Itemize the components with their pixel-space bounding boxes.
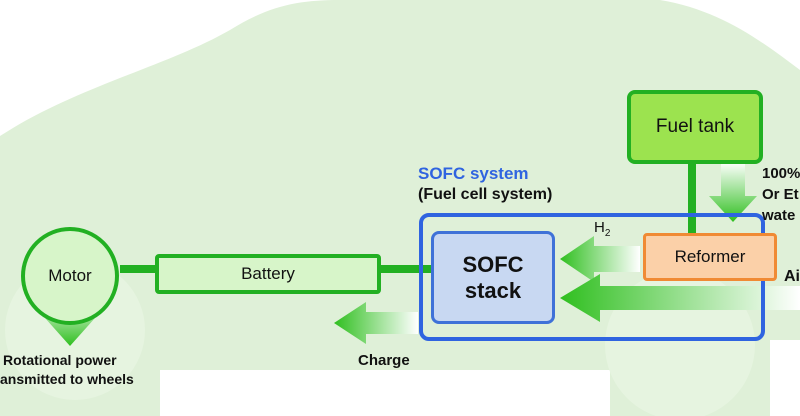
- charge-label: Charge: [358, 352, 410, 369]
- reformer-node: [643, 233, 777, 281]
- charge-arrow: [334, 302, 418, 344]
- sofc-stack-label-line2: stack: [464, 277, 522, 303]
- air-label: Ai: [784, 268, 800, 285]
- battery-node: [155, 254, 381, 294]
- fuel-arrow: [709, 162, 757, 222]
- tank-reformer-line: [688, 160, 696, 235]
- motor-battery-line: [120, 265, 160, 273]
- sofc-stack-label-line1: SOFC: [462, 252, 524, 278]
- sofc-stack-node: [431, 231, 555, 324]
- motor-node: [21, 227, 119, 325]
- fuel-label-line1: 100%: [762, 165, 800, 182]
- battery-label: Battery: [241, 264, 295, 283]
- reformer-label: Reformer: [674, 247, 746, 266]
- rotation-label-line1: Rotational power: [3, 352, 117, 368]
- fuel-tank-label: Fuel tank: [655, 116, 735, 137]
- fuel-label-line2: Or Et: [762, 186, 799, 203]
- air-arrow: [560, 274, 800, 322]
- sofc-stack-label: SOFC stack: [431, 231, 555, 324]
- rotation-label-line2: ansmitted to wheels: [0, 371, 134, 387]
- sofc-system-title: SOFC system: [418, 164, 529, 183]
- h2-label: H2: [594, 219, 610, 239]
- h2-label-sub: 2: [604, 228, 611, 239]
- motor-label: Motor: [48, 266, 92, 285]
- fuel-tank-node: [627, 90, 763, 164]
- h2-label-main: H: [594, 219, 605, 236]
- fuel-label-line3: wate: [762, 207, 796, 224]
- h2-arrow: [560, 236, 640, 282]
- battery-stack-line: [376, 265, 432, 273]
- sofc-system-subtitle: (Fuel cell system): [418, 186, 553, 203]
